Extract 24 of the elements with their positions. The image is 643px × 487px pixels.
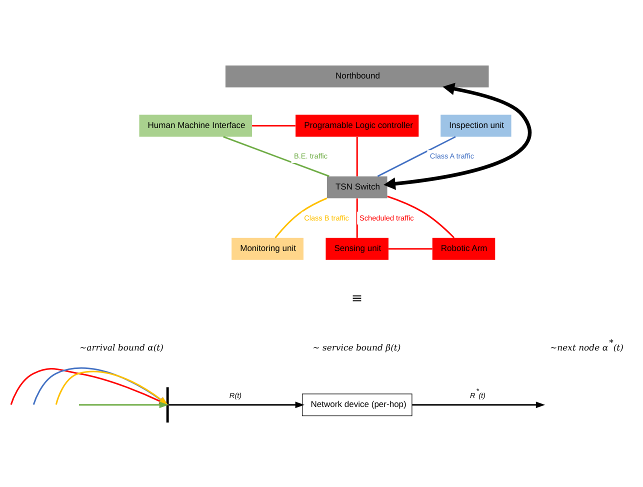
node-box: Inspection unit (440, 114, 512, 136)
node-box: Robotic Arm (432, 237, 496, 260)
arrow (169, 401, 304, 408)
connector (388, 248, 432, 250)
node-box: Sensing unit (326, 237, 388, 260)
label: ≡ (351, 290, 363, 306)
node-box: TSN Switch (326, 176, 388, 198)
connector (356, 136, 358, 176)
connector (252, 124, 296, 126)
node-box: Monitoring unit (232, 237, 304, 260)
connector (387, 195, 455, 238)
arrow (412, 401, 546, 408)
arrow (78, 401, 168, 408)
connector (377, 136, 456, 176)
label: ~arrival bound α(t) (80, 342, 164, 353)
node-box: Human Machine Interface (139, 114, 252, 136)
node-box: Northbound (225, 64, 489, 87)
node-box: Network device (per-hop) (302, 393, 412, 416)
node-bar (166, 386, 169, 422)
node-box: Programable Logic controller (296, 114, 419, 136)
arrow (384, 82, 532, 190)
connector (274, 197, 328, 238)
connector (356, 198, 358, 238)
label: ~ service bound β(t) (312, 342, 401, 353)
